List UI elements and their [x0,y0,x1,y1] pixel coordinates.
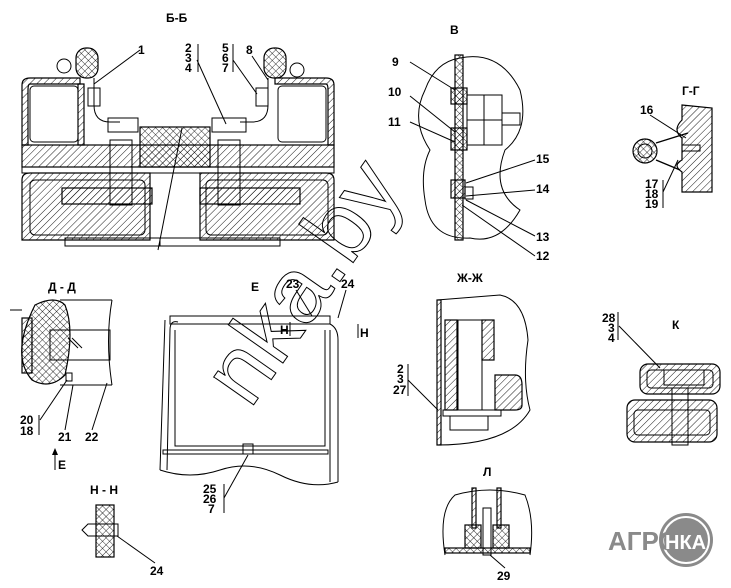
callout-4: 4 [185,61,192,75]
view-title-gg: Г-Г [682,84,700,98]
callout-20: 20 [20,413,34,427]
callout-21: 21 [58,430,72,444]
section-zhzh: Ж-Ж 2 3 27 [393,271,531,446]
callout-27: 27 [393,383,407,397]
logo-text-right: НКА [665,532,706,554]
callout-28: 28 [602,311,616,325]
view-l: Л 29 [442,465,533,583]
view-title-e: Е [251,280,259,294]
view-k: К 28 3 4 [602,311,721,446]
callout-14: 14 [536,182,550,196]
section-gg: Г-Г 16 17 18 19 [632,84,713,211]
callout-2: 2 [185,41,192,55]
callout-13: 13 [536,230,550,244]
callout-8: 8 [246,43,253,57]
callout-1: 1 [138,43,145,57]
callout-16: 16 [640,103,654,117]
callout-25: 25 [203,482,217,496]
section-dd: Д - Д 20 18 21 22 Е [10,280,113,472]
callout-5: 5 [222,41,229,55]
logo-text-left: АГРО [608,526,679,556]
callout-6: 6 [222,51,229,65]
callout-24b: 24 [150,564,164,578]
section-mark-n-right: Н [360,326,369,340]
view-title-bb: Б-Б [166,11,188,25]
callout-7b: 7 [208,502,215,516]
callout-2b: 2 [397,362,404,376]
callout-17: 17 [645,177,659,191]
callout-7: 7 [222,61,229,75]
view-arrow-label-e: Е [58,458,66,472]
callout-10: 10 [388,85,402,99]
callout-24: 24 [341,277,355,291]
callout-12: 12 [536,249,550,263]
callout-23: 23 [286,277,300,291]
callout-22: 22 [85,430,99,444]
view-title-v: В [450,23,459,37]
view-title-zhzh: Ж-Ж [456,271,483,285]
agronka-logo: АГРО НКА [608,513,713,567]
view-title-dd: Д - Д [48,280,76,294]
callout-3c: 3 [608,321,615,335]
callout-3: 3 [185,51,192,65]
callout-19: 19 [645,197,659,211]
view-v: В 9 10 11 15 14 13 12 [388,23,550,263]
section-bb: Б-Б 1 2 3 [21,11,335,251]
callout-26: 26 [203,492,217,506]
view-arrow-icon [52,448,58,455]
callout-4b: 4 [608,331,615,345]
view-title-nn: Н - Н [90,483,118,497]
callout-18: 18 [645,187,659,201]
callout-9: 9 [392,55,399,69]
callout-18b: 18 [20,424,34,438]
section-mark-n-left: Н [280,323,289,337]
section-nn: Н - Н 24 [81,483,164,578]
view-title-l: Л [483,465,491,479]
callout-15: 15 [536,152,550,166]
view-e: Е 23 24 Н Н 25 26 7 [159,277,369,516]
callout-3b: 3 [397,372,404,386]
view-title-k: К [672,318,680,332]
callout-11: 11 [388,115,401,129]
callout-29: 29 [497,569,511,583]
